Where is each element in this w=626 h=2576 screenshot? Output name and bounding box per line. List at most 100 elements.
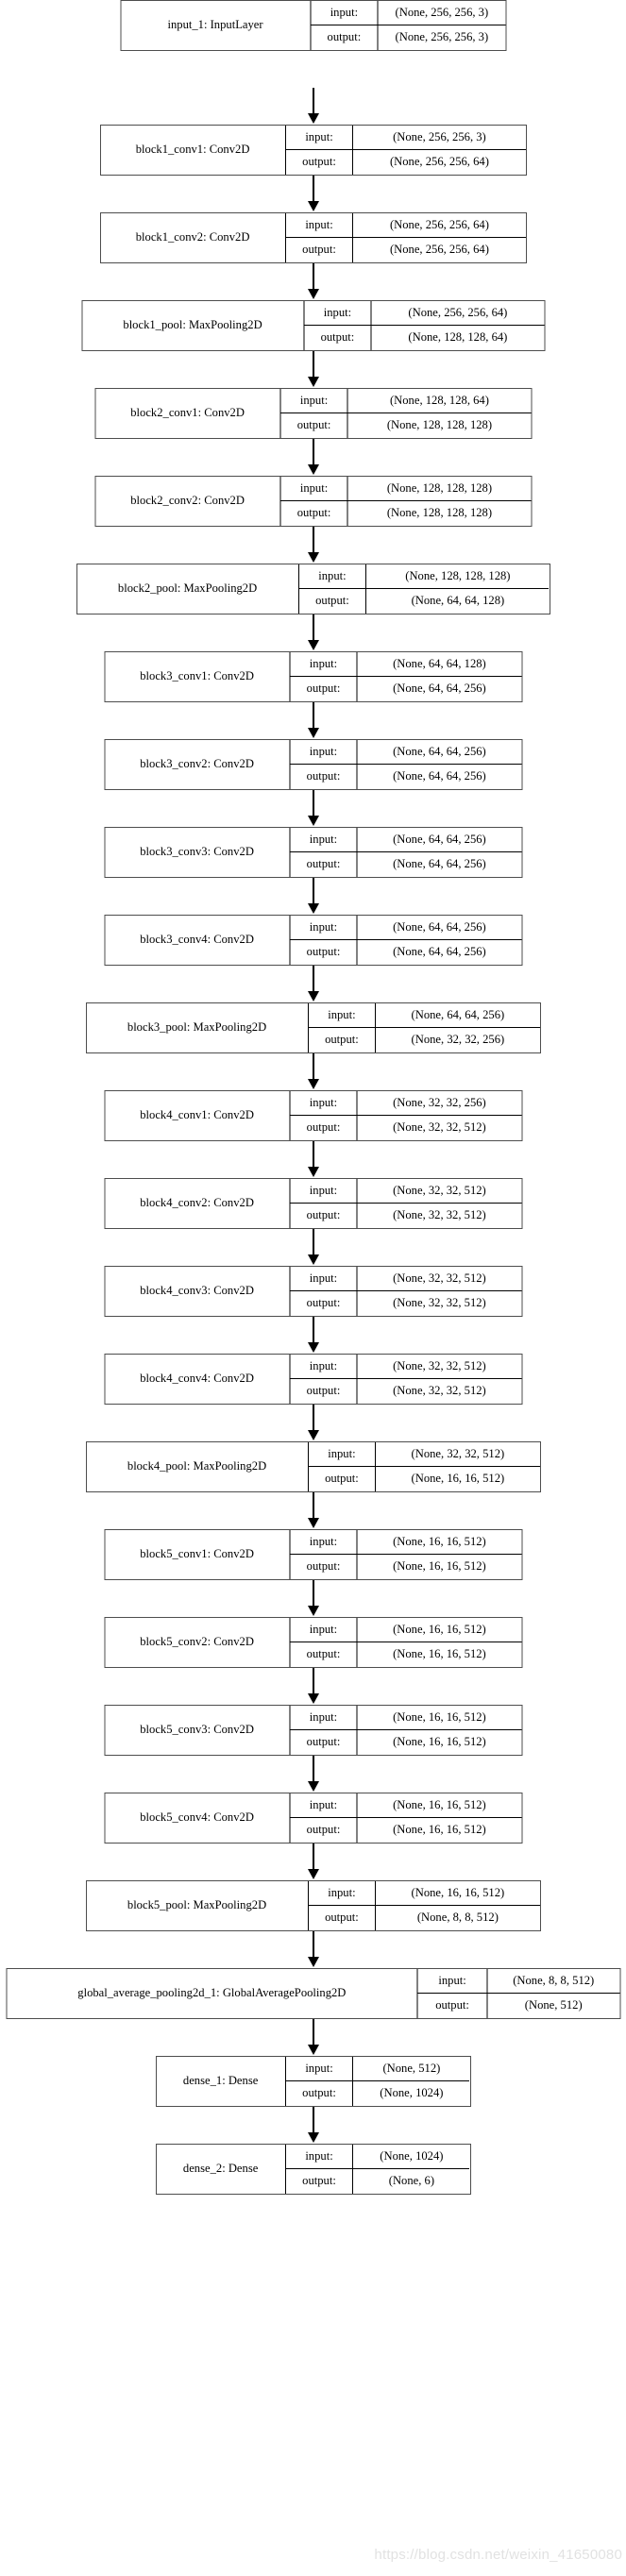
input-label: input:	[290, 740, 357, 765]
input-shape-value: (None, 64, 64, 256)	[357, 828, 521, 852]
input-shape-value: (None, 128, 128, 128)	[366, 564, 550, 589]
input-shape-value: (None, 16, 16, 512)	[376, 1881, 540, 1906]
edge-connector	[312, 1844, 314, 1870]
watermark-text: https://blog.csdn.net/weixin_41650080	[374, 2547, 622, 2563]
output-label: output:	[320, 330, 355, 345]
output-label: output:	[306, 1559, 341, 1574]
input-label: input:	[290, 916, 357, 940]
layer-name: block4_conv4: Conv2D	[105, 1355, 291, 1404]
io-value-column: (None, 16, 16, 512)(None, 16, 16, 512)	[357, 1530, 521, 1579]
output-shape-value: (None, 256, 256, 64)	[389, 243, 489, 257]
input-shape-value: (None, 256, 256, 3)	[353, 126, 526, 150]
edge-connector	[312, 88, 314, 114]
io-label-column: input: output:	[304, 301, 372, 350]
output-label: output:	[306, 769, 341, 783]
input-shape-value: (None, 16, 16, 512)	[357, 1793, 521, 1818]
io-label-column: input:output:	[280, 477, 348, 526]
io-value-column: (None, 128, 128, 64)(None, 128, 128, 128…	[347, 389, 531, 438]
edge-connector	[312, 439, 314, 465]
edge-connector	[312, 2107, 314, 2133]
arrowhead-icon	[307, 1957, 319, 1967]
input-label: input:	[290, 1355, 357, 1379]
io-label-column: input:output:	[285, 126, 354, 175]
node-row: global_average_pooling2d_1: GlobalAverag…	[0, 1931, 626, 2019]
output-shape-value: (None, 64, 64, 256)	[393, 769, 486, 783]
input-shape-value: (None, 128, 128, 64)	[347, 389, 531, 413]
output-label: output:	[306, 1208, 341, 1222]
io-label-column: input:output:	[298, 564, 367, 614]
input-label: input:	[304, 301, 371, 326]
input-shape-value: (None, 16, 16, 512)	[357, 1706, 521, 1730]
edge-connector	[312, 1668, 314, 1694]
output-label: output:	[306, 1647, 341, 1661]
io-value-column: (None, 1024)(None, 6)	[353, 2145, 470, 2194]
edge-connector	[312, 1492, 314, 1519]
edge-connector	[312, 702, 314, 729]
input-shape-value: (None, 64, 64, 128)	[357, 652, 521, 677]
output-label: output:	[306, 857, 341, 871]
io-label-column: input:output:	[290, 828, 358, 877]
io-label-column: input:output:	[290, 1706, 358, 1755]
input-shape-value: (None, 64, 64, 256)	[376, 1003, 540, 1028]
output-shape-value: (None, 16, 16, 512)	[393, 1647, 486, 1661]
layer-name: block3_pool: MaxPooling2D	[87, 1003, 309, 1052]
output-label: output:	[306, 1823, 341, 1837]
arrowhead-icon	[307, 1430, 319, 1440]
arrowhead-icon	[307, 1167, 319, 1177]
output-shape-value: (None, 32, 32, 512)	[393, 1296, 486, 1310]
io-value-column: (None, 256, 256, 3)(None, 256, 256, 64)	[353, 126, 526, 175]
layer-name: block1_pool: MaxPooling2D	[82, 301, 305, 350]
layer-name: block4_conv2: Conv2D	[105, 1179, 291, 1228]
edge-connector	[312, 2019, 314, 2046]
io-value-column: (None, 128, 128, 128)(None, 64, 64, 128)	[366, 564, 550, 614]
input-label: input:	[290, 1091, 357, 1116]
output-shape-value: (None, 64, 64, 256)	[393, 682, 486, 696]
io-label-column: input:output:	[308, 1442, 377, 1491]
io-value-column: (None, 32, 32, 512)(None, 32, 32, 512)	[357, 1179, 521, 1228]
output-shape-value: (None, 16, 16, 512)	[393, 1823, 486, 1837]
layer-name: block4_conv3: Conv2D	[105, 1267, 291, 1316]
layer-node-global_average_pooling2d_1[interactable]: global_average_pooling2d_1: GlobalAverag…	[6, 1968, 620, 2019]
io-value-column: (None, 64, 64, 256)(None, 64, 64, 256)	[357, 740, 521, 789]
io-label-column: input:output:	[290, 1267, 358, 1316]
output-shape-value: (None, 32, 32, 512)	[393, 1384, 486, 1398]
io-value-column: (None, 16, 16, 512)(None, 16, 16, 512)	[357, 1618, 521, 1667]
input-shape-value: (None, 32, 32, 512)	[357, 1355, 521, 1379]
io-value-column: (None, 16, 16, 512) (None, 16, 16, 512)	[357, 1793, 521, 1843]
io-label-column: input:output:	[290, 916, 358, 965]
edge-connector	[312, 1756, 314, 1782]
io-value-column: (None, 64, 64, 256)(None, 32, 32, 256)	[376, 1003, 540, 1052]
io-label-column: input: output:	[290, 740, 358, 789]
edge-connector	[312, 615, 314, 641]
arrowhead-icon	[307, 816, 319, 826]
